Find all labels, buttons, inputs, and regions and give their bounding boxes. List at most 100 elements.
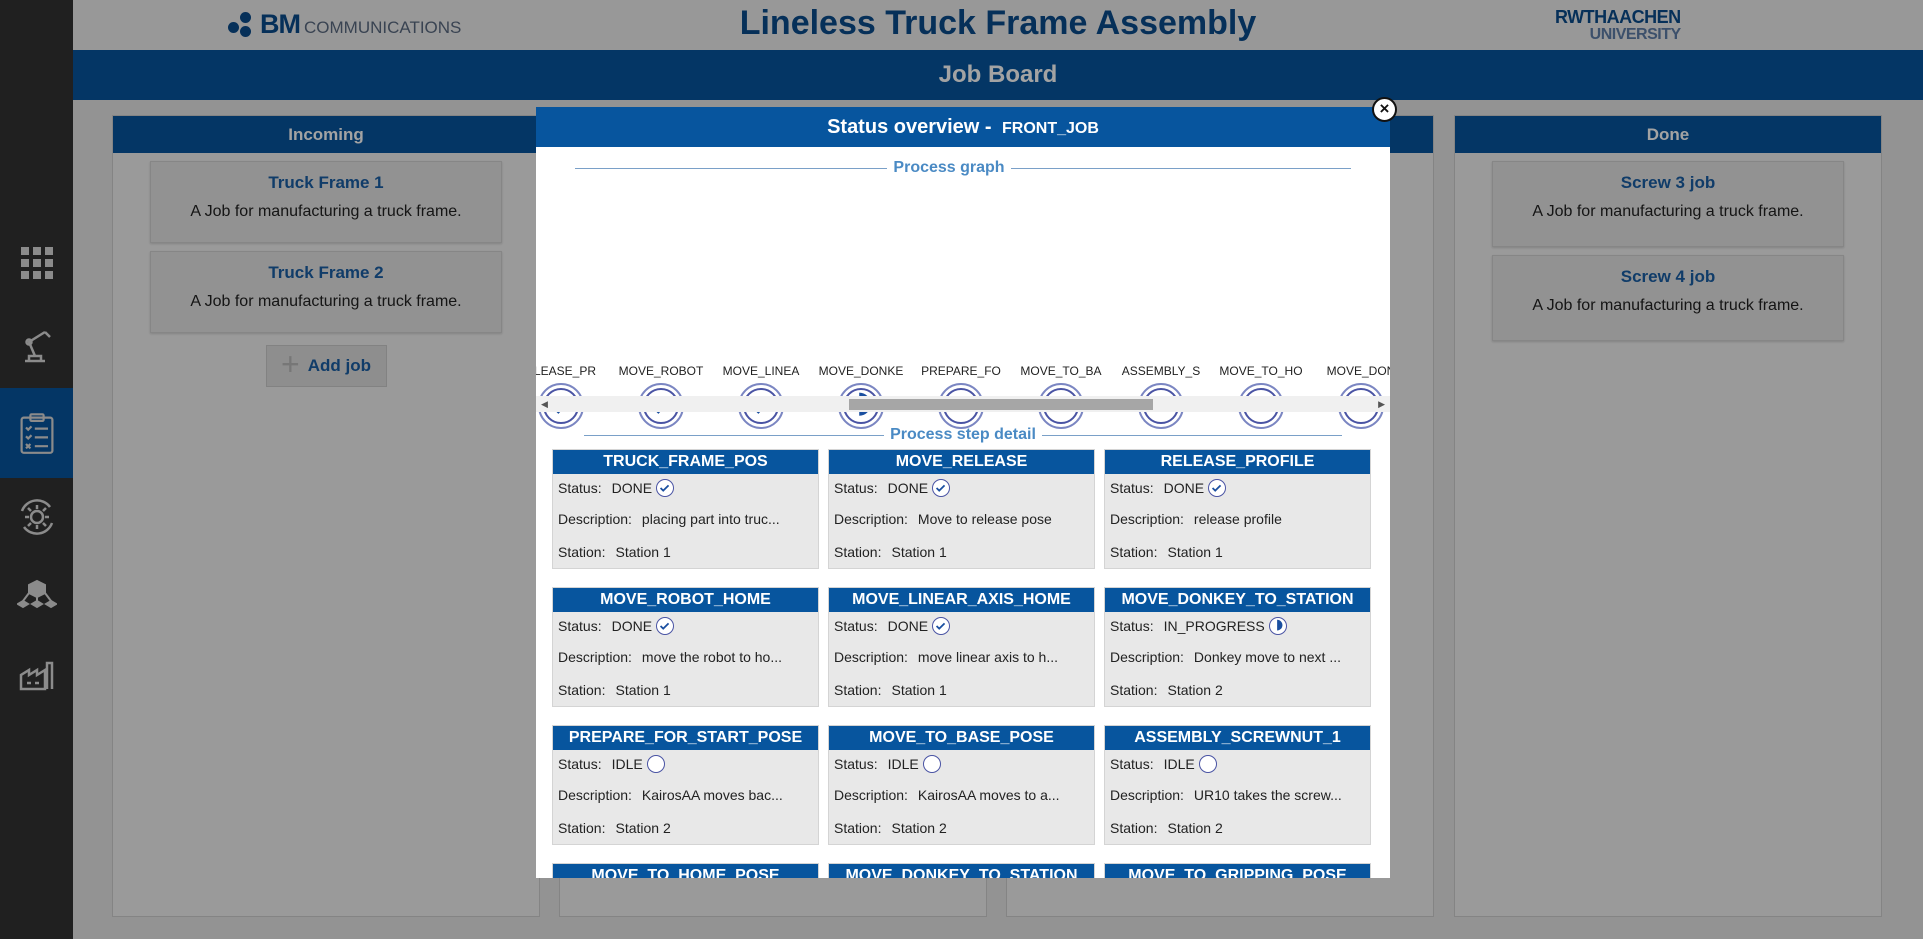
step-station-label: Station: xyxy=(1110,820,1158,836)
rwth-logo-top: RWTHAACHEN xyxy=(1555,7,1681,27)
step-status-row: Status:IN_PROGRESS xyxy=(1110,617,1287,635)
bm-logo-subtext: COMMUNICATIONS xyxy=(304,17,462,37)
step-status-label: Status: xyxy=(558,480,602,496)
process-graph-title: Process graph xyxy=(893,159,1005,176)
idle-circle-icon xyxy=(922,755,941,773)
job-description: A Job for manufacturing a truck frame. xyxy=(190,293,462,310)
step-station-value: Station 2 xyxy=(891,820,947,836)
check-icon xyxy=(932,617,951,635)
job-card[interactable]: Truck Frame 1 A Job for manufacturing a … xyxy=(150,161,502,243)
step-station-value: Station 1 xyxy=(891,682,947,698)
column-title: Incoming xyxy=(113,116,539,153)
step-description-value: KairosAA moves to a... xyxy=(917,787,1060,803)
factory-icon[interactable] xyxy=(0,634,73,712)
graph-node-label: ASSEMBLY_S xyxy=(1121,364,1201,378)
step-station-row: Station: Station 2 xyxy=(834,820,947,836)
step-description-row: Description:move the robot to ho... xyxy=(558,649,782,665)
step-station-row: Station:Station 2 xyxy=(558,820,671,836)
column-done: Done Screw 3 job A Job for manufacturing… xyxy=(1454,115,1882,917)
step-description-row: Description:KairosAA moves bac... xyxy=(558,787,783,803)
step-description-row: Description:move linear axis to h... xyxy=(834,649,1058,665)
step-status-row: Status:IDLE xyxy=(834,755,941,773)
graph-node-label: MOVE_DONKE xyxy=(818,364,904,378)
add-job-button[interactable]: + Add job xyxy=(265,345,387,387)
step-station-value: Station 1 xyxy=(891,544,947,560)
step-status-value: IDLE xyxy=(611,756,643,772)
add-job-label: Add job xyxy=(307,356,371,375)
scroll-left-icon[interactable]: ◀ xyxy=(541,399,548,409)
process-step-card[interactable]: MOVE_DONKEY_TO_STATION xyxy=(828,863,1095,878)
step-station-row: Station:Station 2 xyxy=(1110,820,1223,836)
step-description-value: placing part into truc... xyxy=(641,511,780,527)
close-modal-button[interactable]: × xyxy=(1372,97,1397,122)
gear-cycle-icon[interactable] xyxy=(0,478,73,556)
half-circle-icon xyxy=(1268,617,1287,635)
job-title: Screw 4 job xyxy=(1620,267,1716,286)
step-status-label: Status: xyxy=(558,756,602,772)
graph-scrollbar[interactable]: ◀ ▶ xyxy=(536,396,1390,412)
job-description: A Job for manufacturing a truck frame. xyxy=(1532,203,1804,220)
step-description-row: Description:UR10 takes the screw... xyxy=(1110,787,1342,803)
process-step-card[interactable]: TRUCK_FRAME_POS Status: DONE Description:pl… xyxy=(552,449,819,569)
step-status-row: Status: IDLE xyxy=(558,755,665,773)
step-station-row: Station:Station 1 xyxy=(834,544,947,560)
step-name: MOVE_DONKEY_TO_STATION xyxy=(1105,588,1370,612)
clipboard-checklist-icon[interactable] xyxy=(0,388,73,478)
process-step-card[interactable]: MOVE_TO_HOME_POSE xyxy=(552,863,819,878)
step-status-label: Status: xyxy=(558,618,602,634)
process-graph-heading: Process graph xyxy=(536,159,1390,177)
step-status-value: DONE xyxy=(611,480,653,496)
step-station-label: Station: xyxy=(834,820,882,836)
step-status-value: IDLE xyxy=(887,756,919,772)
step-description-label: Description: xyxy=(1110,787,1184,803)
step-station-label: Station: xyxy=(1110,682,1158,698)
bm-logo: BM COMMUNICATIONS xyxy=(226,9,461,40)
step-status-row: Status:IDLE xyxy=(1110,755,1217,773)
process-step-card[interactable]: MOVE_TO_GRIPPING_POSE xyxy=(1104,863,1371,878)
step-description-row: Description:release profile xyxy=(1110,511,1282,527)
process-step-card[interactable]: MOVE_DONKEY_TO_STATION Status:IN_PROGRESS… xyxy=(1104,587,1371,707)
robot-arm-icon[interactable] xyxy=(0,306,73,384)
job-card[interactable]: Truck Frame 2 A Job for manufacturing a … xyxy=(150,251,502,333)
scroll-right-icon[interactable]: ▶ xyxy=(1378,399,1385,409)
step-name: MOVE_DONKEY_TO_STATION xyxy=(829,864,1094,878)
plus-icon: + xyxy=(281,346,300,382)
step-station-row: Station:Station 1 xyxy=(558,544,671,560)
app-title: Lineless Truck Frame Assembly xyxy=(739,4,1257,42)
step-status-label: Status: xyxy=(1110,618,1154,634)
graph-node-label: MOVE_TO_BA xyxy=(1020,364,1102,378)
step-description-row: Description:placing part into truc... xyxy=(558,511,780,527)
step-station-label: Station: xyxy=(558,544,606,560)
step-name: TRUCK_FRAME_POS xyxy=(553,450,818,474)
check-icon xyxy=(932,479,951,497)
step-description-label: Description: xyxy=(1110,511,1184,527)
step-status-label: Status: xyxy=(1110,756,1154,772)
job-description: A Job for manufacturing a truck frame. xyxy=(1532,297,1804,314)
check-icon xyxy=(1208,479,1227,497)
grid-icon[interactable] xyxy=(0,224,73,302)
step-status-value: DONE xyxy=(887,618,929,634)
job-card[interactable]: Screw 3 job A Job for manufacturing a tr… xyxy=(1492,161,1844,247)
step-status-value: DONE xyxy=(887,480,929,496)
network-cube-icon[interactable] xyxy=(0,556,73,634)
step-station-row: Station:Station 1 xyxy=(1110,544,1223,560)
job-card[interactable]: Screw 4 job A Job for manufacturing a tr… xyxy=(1492,255,1844,341)
heading-rule xyxy=(575,167,888,169)
idle-circle-icon xyxy=(646,755,665,773)
job-description: A Job for manufacturing a truck frame. xyxy=(190,203,462,220)
rwth-logo-bottom: UNIVERSITY xyxy=(1589,26,1682,43)
step-status-value: DONE xyxy=(1163,480,1205,496)
bm-dots-icon xyxy=(226,10,256,40)
scroll-thumb[interactable] xyxy=(849,399,1153,410)
graph-node-label: MOVE_LINEA xyxy=(722,364,800,378)
graph-node-label: ELEASE_PR xyxy=(536,364,597,378)
graph-node-label: MOVE_ROBOT xyxy=(618,364,704,378)
